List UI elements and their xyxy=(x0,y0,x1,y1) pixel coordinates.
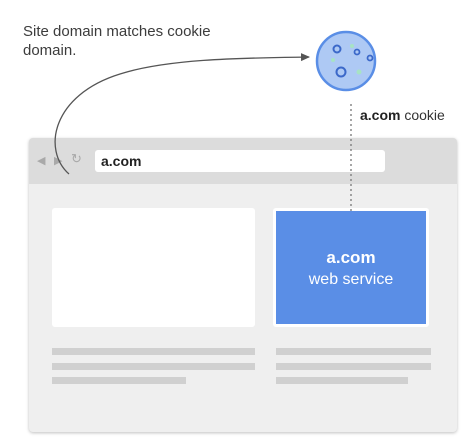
browser-window: ◀ ▶ ↻ a.com a.com web service xyxy=(29,138,457,432)
text-line-placeholder xyxy=(52,377,186,384)
service-card: a.com web service xyxy=(273,208,429,327)
cookie-label: a.com cookie xyxy=(360,107,445,123)
forward-icon: ▶ xyxy=(54,155,63,167)
page-content-card xyxy=(52,208,255,327)
browser-toolbar: ◀ ▶ ↻ a.com xyxy=(29,138,457,184)
back-icon: ◀ xyxy=(37,155,46,167)
web-service-box: a.com web service xyxy=(276,211,426,324)
service-domain: a.com xyxy=(326,248,376,267)
text-line-placeholder xyxy=(276,363,431,370)
text-line-placeholder xyxy=(276,348,431,355)
text-line-placeholder xyxy=(276,377,408,384)
address-bar: a.com xyxy=(95,150,385,172)
diagram-caption: Site domain matches cookie domain. xyxy=(23,23,211,59)
cookie-domain: a.com xyxy=(360,107,401,123)
reload-icon: ↻ xyxy=(71,151,82,166)
address-text: a.com xyxy=(101,153,142,169)
cookie-suffix: cookie xyxy=(404,107,445,123)
text-line-placeholder xyxy=(52,348,255,355)
text-line-placeholder xyxy=(52,363,255,370)
cookie-icon xyxy=(315,30,377,92)
service-label: web service xyxy=(308,271,394,288)
